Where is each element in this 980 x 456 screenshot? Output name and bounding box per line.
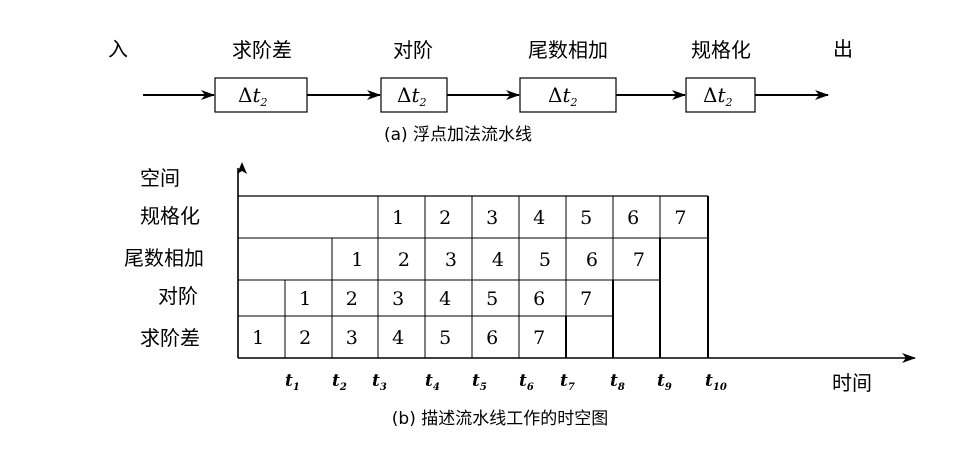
- cell-numbers: 1 2 3 4 5 6 7 1 2 3 4 5 6 7 1 2 3 4 5 6 7 1 2 3 4 5 6 7: [252, 207, 686, 349]
- cell-number: 6: [486, 327, 498, 349]
- cell-number: 2: [299, 327, 311, 349]
- cell-number: 1: [392, 207, 404, 229]
- time-tick-label: t3: [372, 371, 387, 393]
- stage-name-1: 求阶差: [232, 38, 292, 62]
- caption-b: (b) 描述流水线工作的时空图: [392, 409, 608, 429]
- time-ticks: t1 t2 t3 t4 t5 t6 t7 t8 t9 t10: [285, 371, 727, 393]
- cell-number: 6: [586, 249, 598, 271]
- spacetime-diagram: 空间 时间 规格化 尾数相加 对阶 求阶差 1 2 3 4 5 6 7 1 2 3 4 5 6 7 1 2 3 4…: [124, 162, 916, 429]
- time-tick-label: t9: [657, 371, 672, 393]
- row-label-align: 对阶: [158, 284, 198, 308]
- grid-lines: [237, 195, 709, 358]
- cell-number: 2: [346, 288, 358, 310]
- stage-delay-4: Δt2: [703, 83, 733, 109]
- cell-number: 3: [486, 207, 498, 229]
- cell-number: 3: [346, 327, 358, 349]
- cell-number: 3: [392, 288, 404, 310]
- time-tick-label: t6: [519, 371, 534, 393]
- time-tick-label: t1: [285, 371, 300, 393]
- cell-number: 4: [439, 288, 451, 310]
- cell-number: 7: [580, 288, 592, 310]
- cell-number: 1: [252, 327, 264, 349]
- stage-delay-2: Δt2: [397, 83, 427, 109]
- cell-number: 1: [351, 249, 363, 271]
- cell-number: 5: [580, 207, 592, 229]
- caption-a: (a) 浮点加法流水线: [384, 125, 532, 145]
- cell-number: 4: [492, 249, 504, 271]
- y-axis-label: 空间: [140, 166, 180, 190]
- row-label-normalize: 规格化: [140, 204, 200, 228]
- cell-number: 7: [533, 327, 545, 349]
- time-tick-label: t10: [705, 371, 727, 393]
- cell-number: 6: [627, 207, 639, 229]
- cell-number: 5: [486, 288, 498, 310]
- cell-number: 2: [439, 207, 451, 229]
- stage-name-2: 对阶: [393, 38, 433, 62]
- row-label-mantissa-add: 尾数相加: [124, 246, 204, 270]
- time-tick-label: t7: [560, 371, 575, 393]
- stage-delay-1: Δt2: [238, 83, 268, 109]
- time-tick-label: t2: [332, 371, 347, 393]
- cell-number: 4: [392, 327, 404, 349]
- cell-number: 7: [674, 207, 686, 229]
- cell-number: 3: [445, 249, 457, 271]
- cell-number: 5: [539, 249, 551, 271]
- time-tick-label: t8: [610, 371, 625, 393]
- cell-number: 7: [633, 249, 645, 271]
- x-axis-label: 时间: [832, 371, 872, 395]
- output-label: 出: [833, 37, 853, 61]
- cell-number: 5: [439, 327, 451, 349]
- stage-delay-3: Δt2: [548, 83, 578, 109]
- input-label: 入: [108, 37, 128, 61]
- pipeline-diagram: 入 出 求阶差 对阶 尾数相加 规格化 Δt2 Δt2 Δt2 Δt2 (a) …: [108, 37, 853, 145]
- time-tick-label: t4: [425, 371, 440, 393]
- cell-number: 2: [398, 249, 410, 271]
- time-tick-label: t5: [472, 371, 487, 393]
- cell-number: 4: [533, 207, 545, 229]
- cell-number: 1: [299, 288, 311, 310]
- cell-number: 6: [533, 288, 545, 310]
- row-label-exp-diff: 求阶差: [140, 326, 200, 350]
- stage-name-3: 尾数相加: [528, 38, 608, 62]
- stage-name-4: 规格化: [691, 38, 751, 62]
